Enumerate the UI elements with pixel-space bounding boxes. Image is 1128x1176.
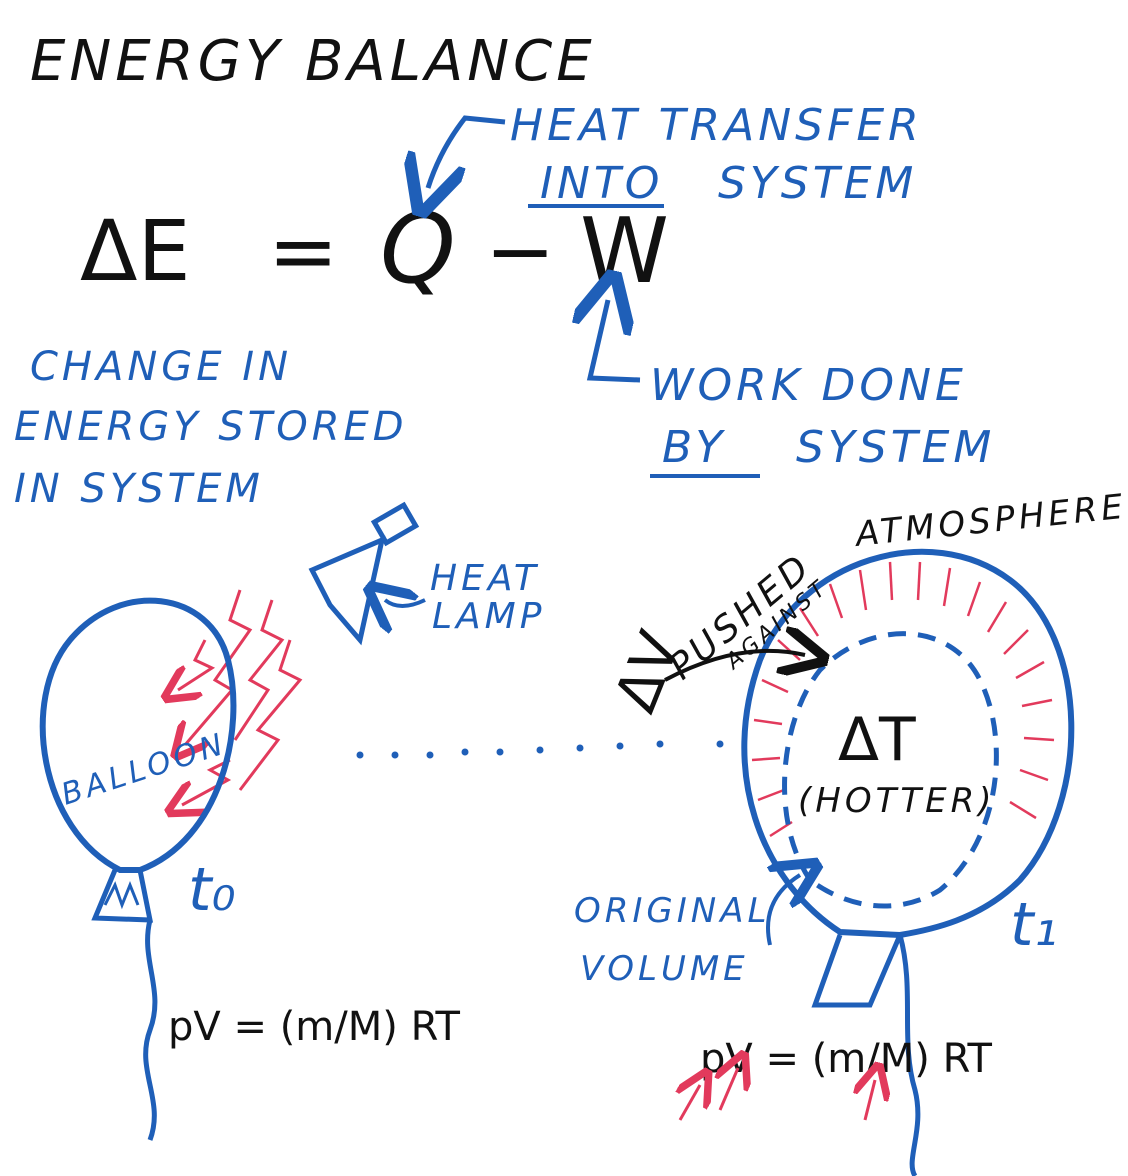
original-volume-outline (782, 631, 999, 909)
time-t1-label: t₁ (1010, 890, 1058, 960)
balloon-label: BALLOON (57, 726, 231, 812)
increase-arrows (680, 1068, 875, 1121)
original-volume-arrow (766, 875, 800, 946)
equation-w: W (580, 199, 669, 304)
change-label-line1: CHANGE IN (30, 344, 292, 390)
title: ENERGY BALANCE (30, 29, 596, 94)
heat-transfer-label-into: INTO (540, 158, 663, 209)
change-label-line2: ENERGY STORED (14, 404, 408, 450)
hotter-label: (HOTTER) (798, 781, 996, 821)
work-arrow (590, 300, 641, 383)
original-volume-label-line2: VOLUME (580, 949, 749, 989)
gas-law-right: pV = (m/M) RT (700, 1036, 992, 1082)
pushed-arrow (664, 651, 805, 682)
equation-lhs: ΔE (80, 202, 191, 300)
work-done-label-line1: WORK DONE (650, 360, 967, 411)
heat-transfer-label-line1: HEAT TRANSFER (510, 100, 923, 151)
heat-transfer-label-system: SYSTEM (718, 158, 917, 209)
original-volume-label-line1: ORIGINAL (574, 891, 770, 931)
work-done-label-system: SYSTEM (796, 422, 995, 473)
equation-equals: = (268, 202, 338, 300)
balloon-t0 (39, 597, 237, 1141)
change-label-line3: IN SYSTEM (14, 466, 264, 512)
balloon-t1 (741, 548, 1075, 1176)
heat-lamp-icon (308, 501, 420, 646)
gas-law-left: pV = (m/M) RT (168, 1004, 460, 1050)
heat-arrow (428, 115, 506, 188)
heat-lamp-pointer (385, 600, 426, 606)
atmosphere-label: ATMOSPHERE (852, 487, 1128, 555)
delta-t-label: ΔT (838, 705, 916, 775)
heat-rays (178, 589, 303, 805)
dotted-connector (356, 740, 724, 759)
equation-minus: − (485, 202, 555, 300)
heat-lamp-label-line2: LAMP (432, 596, 545, 637)
work-done-label-by: BY (662, 422, 726, 473)
equation-q: Q (380, 193, 456, 305)
time-t0-label: t₀ (188, 855, 236, 925)
heat-lamp-label-line1: HEAT (430, 558, 540, 599)
expansion-marks (751, 561, 1055, 838)
